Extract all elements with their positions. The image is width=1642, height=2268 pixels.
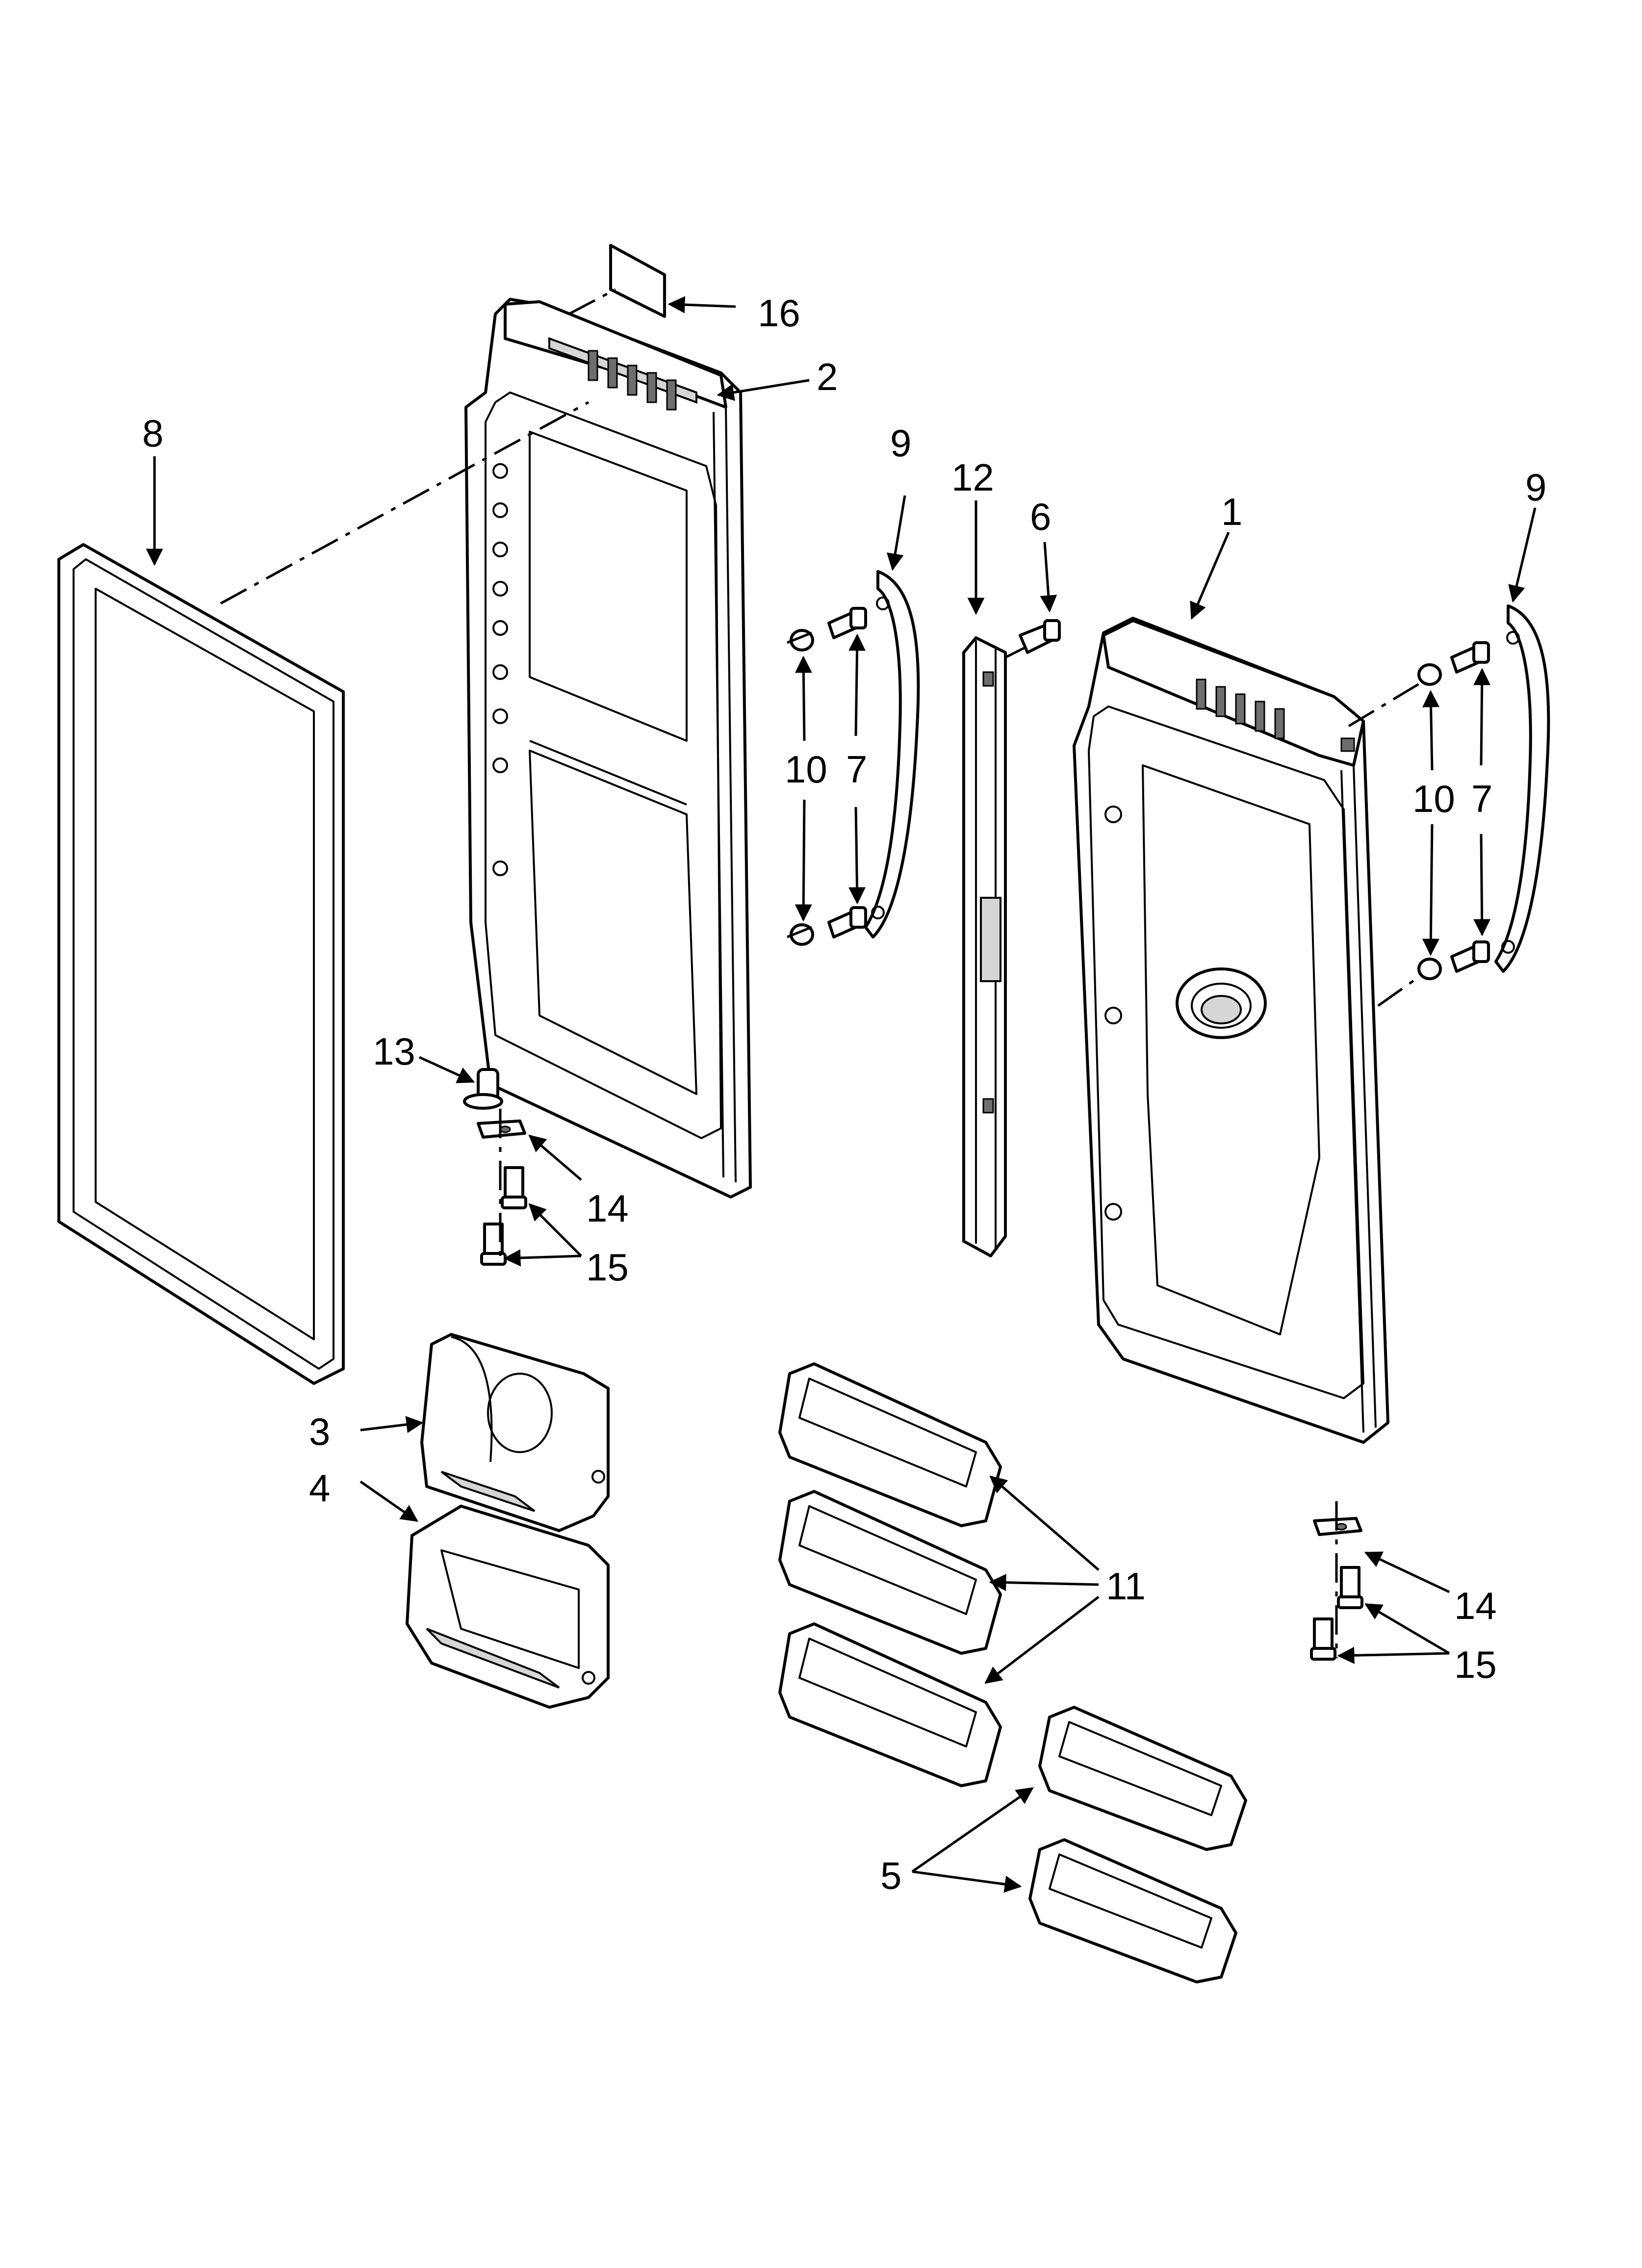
part-3-dairy-door (420, 1333, 610, 1532)
part-7-screws-left (827, 607, 867, 938)
callout-5: 5 (880, 1854, 901, 1897)
part-15-screws-left (480, 1166, 527, 1266)
callout-labels: 16 2 8 9 12 6 1 9 10 7 10 7 13 14 15 3 4… (142, 291, 1546, 1897)
part-11-door-bins (778, 1362, 1002, 1787)
part-5-door-bins (1028, 1706, 1247, 1983)
leader-arrows (146, 296, 1537, 1893)
door-bin-bottom (778, 1622, 1002, 1787)
callout-7-right: 7 (1471, 777, 1492, 820)
part-4-dairy-bin (406, 1505, 610, 1709)
part-16-label (609, 244, 666, 318)
part-9-handle-right (1494, 604, 1550, 973)
callout-1: 1 (1221, 490, 1242, 533)
part-12-flipper-mullion (962, 636, 1007, 1257)
callout-9-left: 9 (890, 421, 911, 465)
callout-8: 8 (142, 412, 163, 455)
callout-9-right: 9 (1525, 466, 1546, 509)
part-6-screw (1019, 619, 1061, 654)
part-8-door-gasket (57, 543, 345, 1385)
callout-16: 16 (758, 291, 800, 335)
door-bin-middle (778, 1490, 1002, 1655)
callout-6: 6 (1030, 495, 1051, 538)
callout-10-right: 10 (1412, 777, 1455, 820)
callout-4: 4 (309, 1466, 330, 1510)
callout-11: 11 (1106, 1564, 1146, 1608)
callout-14-right: 14 (1454, 1584, 1497, 1627)
shelf-hole-column (492, 463, 508, 876)
callout-2: 2 (817, 355, 838, 398)
callout-13: 13 (373, 1030, 415, 1073)
callout-15-left: 15 (586, 1246, 629, 1289)
callout-3: 3 (309, 1410, 330, 1453)
callout-14-left: 14 (586, 1187, 629, 1230)
door-bin-top (778, 1362, 1002, 1527)
part-13-hinge-pin (463, 1068, 503, 1110)
part-10-standoffs-right (1417, 663, 1442, 980)
part-9-handle-left (864, 570, 920, 938)
part-2-left-door (464, 298, 752, 1199)
door-bin-lower (1028, 1838, 1237, 1983)
callout-7-left: 7 (846, 748, 867, 791)
callout-15-right: 15 (1454, 1643, 1497, 1686)
door-bin-upper (1038, 1706, 1247, 1851)
callout-12: 12 (951, 456, 994, 499)
top-vents (588, 350, 677, 411)
part-15-screws-right (1310, 1566, 1363, 1661)
part-7-screws-right (1450, 641, 1490, 973)
top-vents-right (1196, 678, 1285, 739)
part-1-right-door (1073, 617, 1389, 1444)
dispenser-opening (1176, 967, 1267, 1039)
callout-10-left: 10 (785, 748, 827, 791)
alignment-lines (220, 288, 1423, 1658)
